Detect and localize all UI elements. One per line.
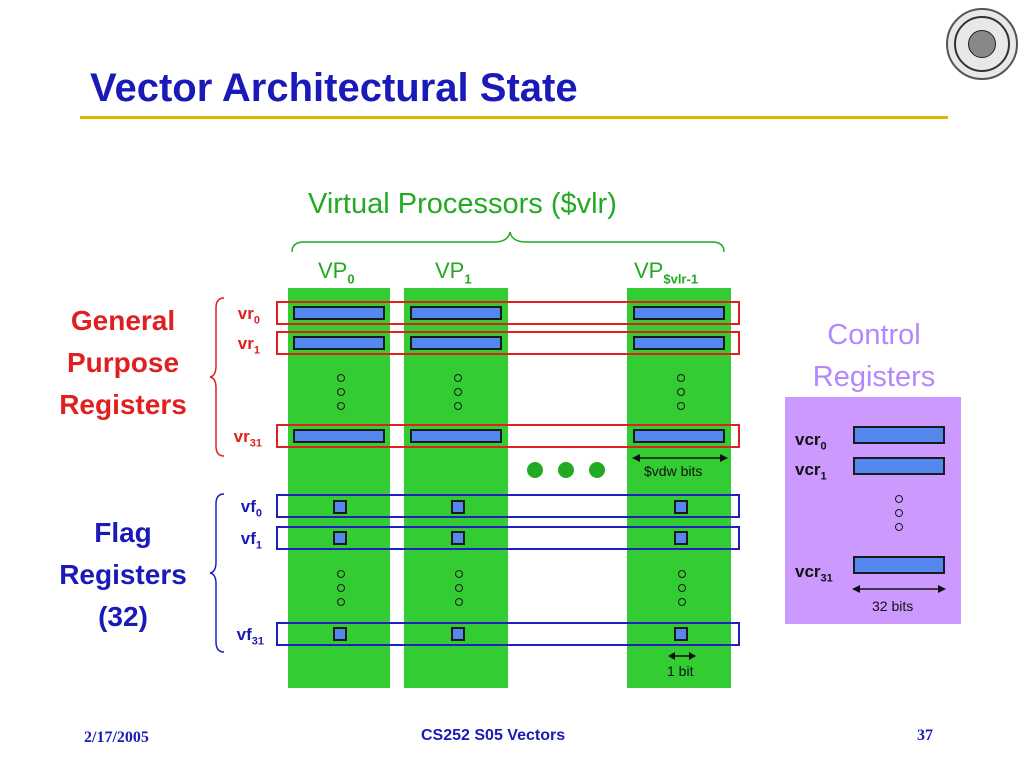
ellipsis-dot (455, 584, 463, 592)
ellipsis-dot (454, 374, 462, 382)
one-bit-arrow (668, 652, 696, 660)
ellipsis-dot (895, 523, 903, 531)
flag-register-cell (451, 627, 465, 641)
vf1-label: vf1 (240, 529, 262, 552)
vr0-row-outline (276, 301, 740, 325)
vector-register-cell (633, 306, 725, 320)
control-width-label: 32 bits (872, 598, 914, 614)
vr31-label: vr31 (233, 427, 262, 450)
ellipsis-dot (677, 402, 685, 410)
gpr-group-label: General Purpose Registers (59, 305, 187, 420)
ellipsis-dot (337, 374, 345, 382)
vector-register-cell (633, 429, 725, 443)
vf1-row-outline (276, 526, 740, 550)
footer-course: CS252 S05 Vectors (421, 727, 566, 744)
vector-register-cell (410, 306, 502, 320)
ellipsis-dot (455, 570, 463, 578)
vf31-row-outline (276, 622, 740, 646)
vr1-row-outline (276, 331, 740, 355)
more-processors-dot (558, 462, 574, 478)
vr0-label: vr0 (237, 304, 260, 327)
flag-register-cell (451, 500, 465, 514)
flag-register-cell (333, 627, 347, 641)
flag-register-cell (674, 500, 688, 514)
vector-register-cell (293, 336, 385, 350)
virtual-processors-heading: Virtual Processors ($vlr) (308, 188, 617, 220)
vector-register-cell (293, 429, 385, 443)
ellipsis-dot (337, 584, 345, 592)
vector-register-cell (293, 306, 385, 320)
vdw-width-arrow (632, 454, 728, 462)
vf31-label: vf31 (236, 625, 264, 648)
ellipsis-dot (678, 570, 686, 578)
vcr0-label: vcr0 (795, 430, 827, 453)
control-register-cell (853, 426, 945, 444)
ellipsis-dot (337, 598, 345, 606)
more-processors-dot (527, 462, 543, 478)
ellipsis-dot (454, 402, 462, 410)
vp-label-1: VP1 (435, 258, 472, 287)
vr31-row-outline (276, 424, 740, 448)
vr1-label: vr1 (237, 334, 260, 357)
vdw-bits-label: $vdw bits (644, 463, 703, 479)
seal-center (968, 30, 996, 58)
flag-register-cell (333, 531, 347, 545)
gpr-brace (209, 297, 225, 457)
vcr31-label: vcr31 (795, 562, 833, 585)
control-register-cell (853, 457, 945, 475)
university-seal-logo (946, 8, 1018, 80)
control-registers-heading: Control Registers (812, 319, 936, 393)
slide-title: Vector Architectural State (90, 66, 578, 110)
flag-register-cell (674, 627, 688, 641)
ellipsis-dot (895, 509, 903, 517)
flag-group-label: Flag Registers (32) (59, 517, 187, 632)
ellipsis-dot (337, 402, 345, 410)
ellipsis-dot (678, 584, 686, 592)
ellipsis-dot (337, 388, 345, 396)
title-underline (80, 116, 948, 119)
seal-ring (954, 16, 1010, 72)
more-processors-dot (589, 462, 605, 478)
ellipsis-dot (677, 374, 685, 382)
ellipsis-dot (454, 388, 462, 396)
footer-page-number: 37 (917, 727, 933, 744)
footer-date: 2/17/2005 (84, 729, 149, 746)
vector-register-cell (410, 336, 502, 350)
vector-register-cell (633, 336, 725, 350)
ellipsis-dot (895, 495, 903, 503)
vector-register-cell (410, 429, 502, 443)
one-bit-label: 1 bit (667, 663, 694, 679)
flag-register-cell (674, 531, 688, 545)
flag-register-cell (451, 531, 465, 545)
ellipsis-dot (678, 598, 686, 606)
flag-register-cell (333, 500, 347, 514)
ellipsis-dot (337, 570, 345, 578)
flag-brace (209, 493, 225, 653)
vp-label-0: VP0 (318, 258, 355, 287)
control-width-arrow (852, 585, 946, 593)
ellipsis-dot (677, 388, 685, 396)
vp-brace (291, 231, 725, 253)
ellipsis-dot (455, 598, 463, 606)
vcr1-label: vcr1 (795, 460, 827, 483)
vf0-label: vf0 (240, 497, 262, 520)
control-register-cell (853, 556, 945, 574)
vf0-row-outline (276, 494, 740, 518)
vp-label-last: VP$vlr-1 (634, 258, 699, 287)
